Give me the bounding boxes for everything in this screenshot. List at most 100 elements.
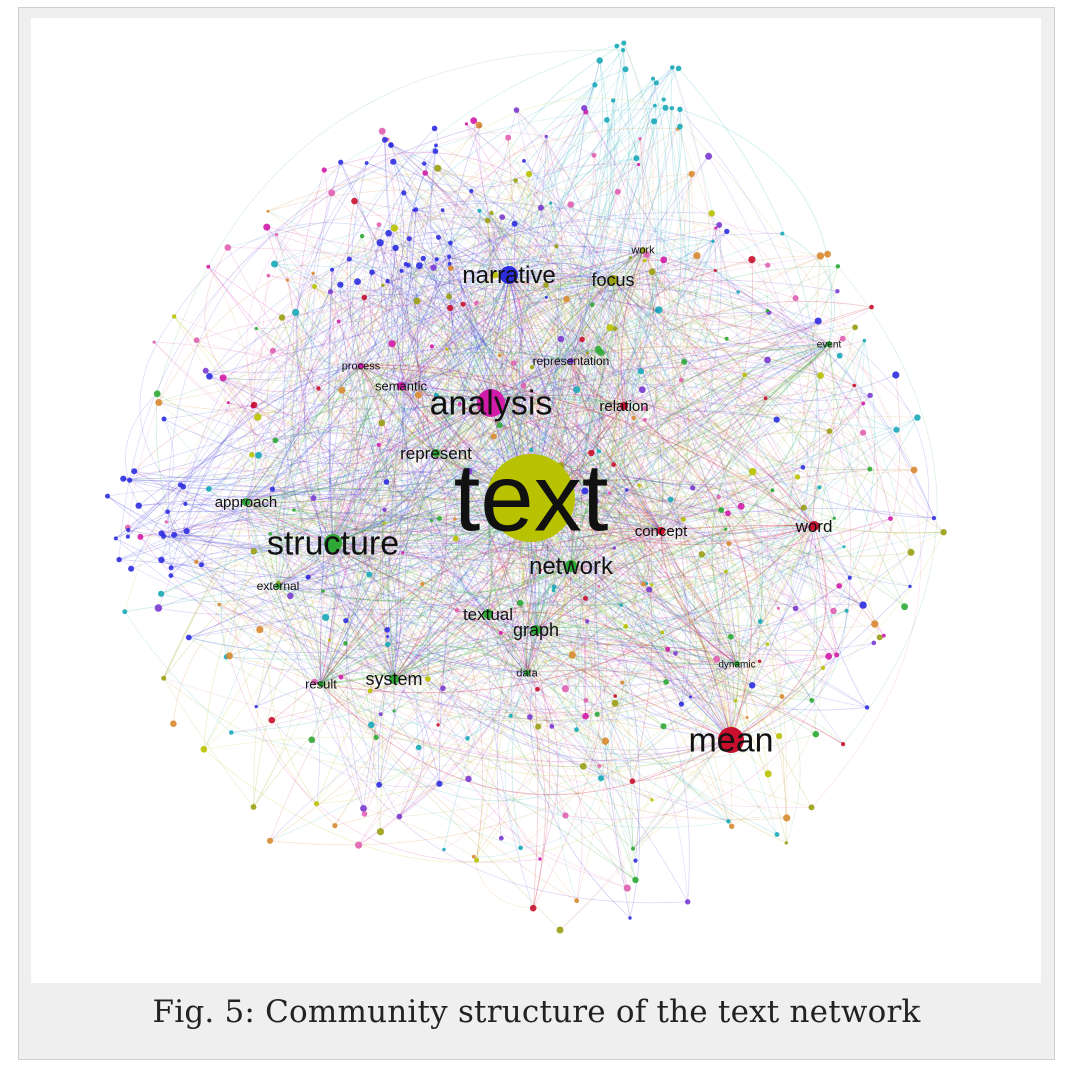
graph-edge	[596, 714, 633, 782]
graph-edge	[490, 138, 641, 404]
graph-edge	[332, 327, 611, 544]
graph-edge	[466, 123, 625, 407]
graph-edge	[387, 629, 738, 688]
graph-minor-node	[153, 390, 161, 398]
graph-edge	[424, 172, 625, 407]
graph-edge	[435, 241, 714, 454]
graph-edge	[180, 484, 532, 499]
graph-edge	[623, 310, 732, 741]
graph-minor-node	[388, 340, 396, 348]
graph-edge	[231, 732, 566, 816]
graph-edge	[313, 497, 732, 751]
graph-edge	[400, 385, 432, 521]
graph-edge	[435, 131, 595, 156]
graph-edge	[269, 525, 815, 846]
graph-minor-node	[907, 548, 915, 556]
graph-edge	[545, 525, 737, 701]
graph-edge	[516, 109, 783, 697]
graph-edge	[490, 173, 692, 404]
graph-edge	[326, 263, 407, 815]
graph-edge	[435, 452, 778, 835]
graph-edge	[642, 249, 935, 519]
graph-minor-node	[836, 352, 843, 359]
graph-edge	[308, 576, 377, 826]
major-node-layer	[242, 247, 832, 753]
graph-edge	[269, 603, 864, 842]
graph-minor-node	[522, 159, 526, 163]
graph-edge	[660, 530, 824, 669]
graph-edge	[205, 249, 644, 373]
graph-edge	[158, 273, 314, 609]
graph-minor-node	[779, 694, 785, 699]
graph-edge	[394, 227, 492, 404]
graph-edge	[575, 158, 668, 650]
graph-edge	[403, 263, 489, 615]
graph-minor-node	[206, 373, 213, 380]
graph-edge	[364, 131, 394, 298]
graph-edge	[349, 162, 489, 615]
graph-edge	[360, 365, 395, 680]
graph-minor-node	[171, 314, 177, 319]
graph-edge	[470, 42, 625, 404]
graph-edge	[360, 161, 404, 367]
graph-edge	[392, 360, 572, 712]
graph-edge	[378, 375, 821, 786]
graph-edge	[660, 224, 722, 532]
graph-node-representation	[568, 358, 574, 364]
graph-edge	[314, 342, 830, 683]
graph-edge	[476, 202, 617, 861]
graph-edge	[161, 365, 362, 561]
graph-edge	[435, 400, 798, 478]
graph-minor-node	[385, 641, 391, 648]
graph-minor-node	[860, 429, 867, 436]
graph-edge	[570, 565, 718, 660]
graph-edge	[332, 209, 417, 544]
graph-minor-node	[313, 801, 320, 807]
graph-edge	[207, 266, 395, 680]
graph-edge	[283, 233, 389, 786]
graph-edge	[267, 189, 644, 251]
graph-edge	[322, 338, 844, 592]
graph-minor-node	[689, 695, 692, 699]
graph-edge	[358, 360, 579, 846]
graph-edge	[570, 360, 944, 534]
graph-edge	[512, 68, 626, 277]
graph-minor-node	[311, 271, 315, 275]
graph-edge	[180, 484, 566, 816]
graph-edge	[394, 227, 614, 304]
graph-minor-node	[637, 368, 645, 375]
graph-edge	[400, 302, 477, 387]
graph-minor-node	[447, 304, 454, 312]
graph-edge	[329, 402, 492, 641]
graph-edge	[515, 180, 748, 718]
graph-minor-node	[338, 159, 344, 165]
graph-edge	[393, 569, 541, 680]
graph-edge	[565, 654, 838, 820]
graph-edge	[529, 565, 631, 919]
graph-edge	[575, 290, 838, 730]
graph-edge	[277, 585, 650, 606]
graph-edge	[272, 255, 821, 352]
graph-edge	[435, 296, 450, 454]
graph-minor-node	[516, 599, 524, 607]
graph-edge	[461, 479, 495, 615]
graph-edge	[233, 501, 336, 826]
graph-edge	[501, 111, 587, 499]
graph-edge	[727, 510, 851, 578]
graph-edge	[227, 157, 637, 248]
graph-edge	[125, 393, 158, 506]
graph-edge	[203, 402, 492, 750]
graph-edge	[277, 574, 370, 599]
graph-edge	[572, 525, 815, 656]
graph-edge	[276, 234, 532, 499]
graph-edge	[530, 497, 769, 774]
graph-edge	[275, 42, 624, 441]
graph-minor-node	[764, 770, 772, 778]
graph-edge	[345, 589, 489, 621]
graph-edge	[413, 209, 844, 745]
graph-minor-node	[764, 356, 771, 364]
graph-edge	[322, 590, 602, 779]
graph-edge	[499, 374, 745, 457]
graph-minor-node	[343, 641, 348, 646]
graph-edge	[530, 497, 788, 818]
